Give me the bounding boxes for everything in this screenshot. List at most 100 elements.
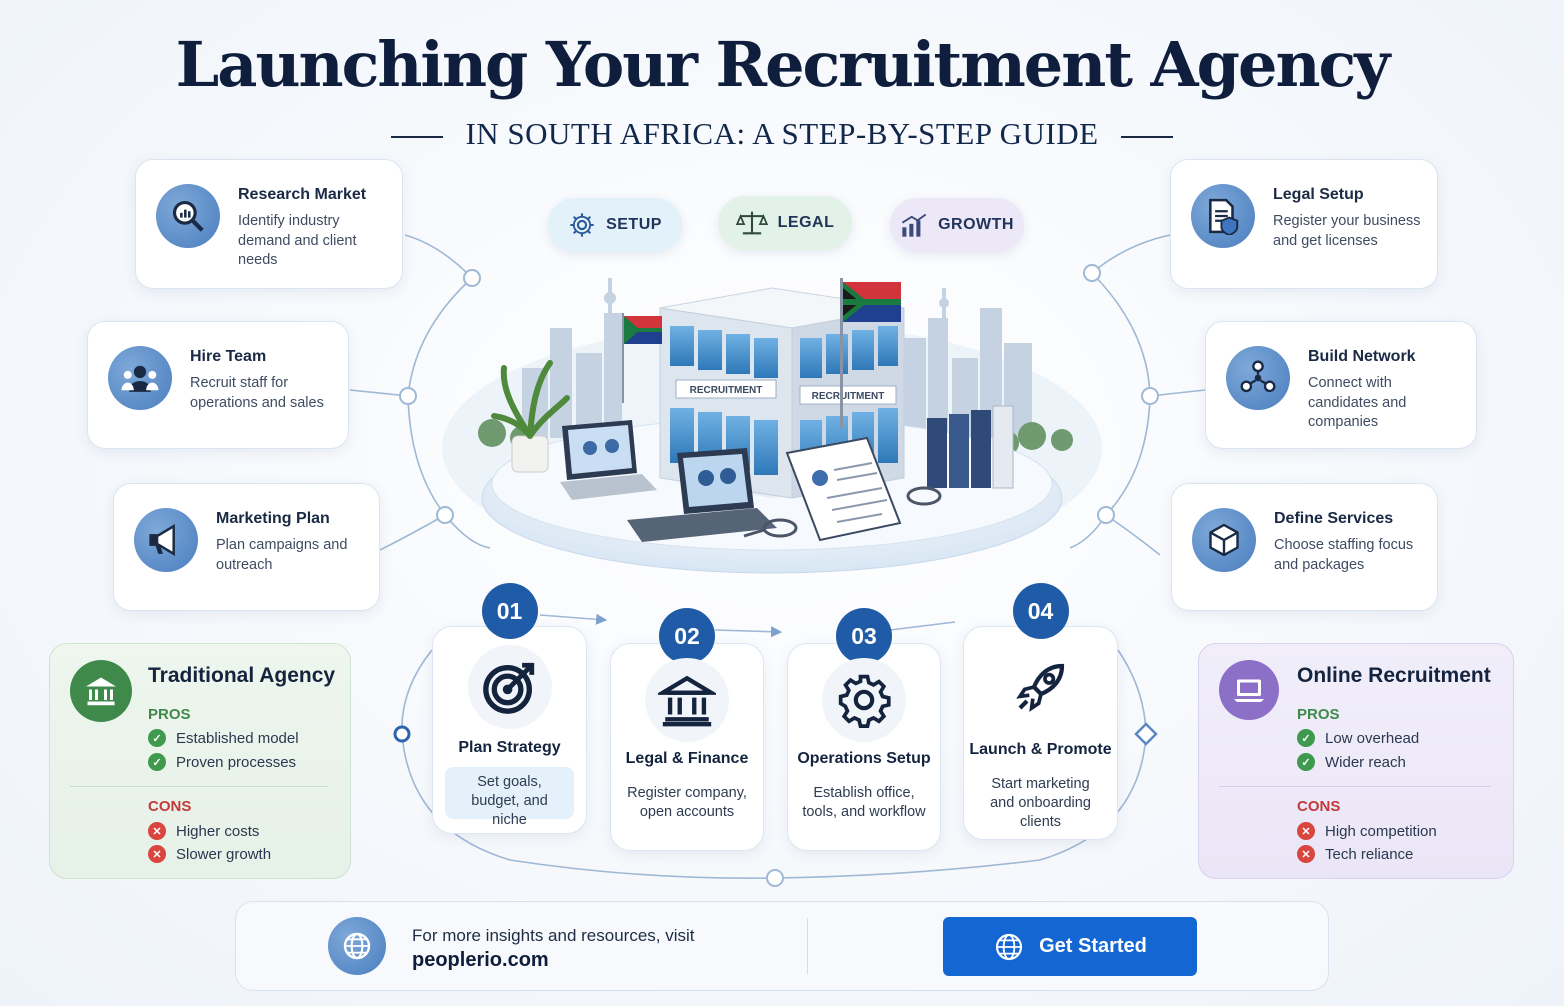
online-cons-label: CONS — [1297, 798, 1341, 815]
x-icon: ✕ — [148, 845, 166, 863]
online-pro-2-text: Wider reach — [1325, 753, 1406, 771]
step-4-desc: Start marketing and onboarding clients — [990, 776, 1091, 830]
traditional-pro-1-text: Established model — [176, 729, 299, 747]
card-build-network[interactable]: Build Network Connect with candidates an… — [1205, 321, 1477, 449]
online-con-2-text: Tech reliance — [1325, 845, 1414, 863]
traditional-con-2: ✕ Slower growth — [148, 845, 271, 863]
check-icon: ✓ — [148, 729, 166, 747]
page-subtitle: IN SOUTH AFRICA: A STEP-BY-STEP GUIDE — [0, 116, 1564, 152]
check-icon: ✓ — [1297, 729, 1315, 747]
page-title: Launching Your Recruitment Agency — [175, 28, 1391, 101]
traditional-pro-2: ✓Proven processes — [148, 753, 296, 771]
x-icon: ✕ — [1297, 845, 1315, 863]
get-started-label: Get Started — [1039, 935, 1147, 957]
tag-setup[interactable]: SETUP — [548, 198, 682, 252]
plant — [491, 360, 570, 473]
online-pro-1: ✓Low overhead — [1297, 729, 1419, 747]
building-illustration: RECRUITMENT RECRUITMENT — [442, 278, 1102, 574]
card-marketing-plan[interactable]: Marketing Plan Plan campaigns and outrea… — [113, 483, 380, 611]
legal-setup-desc: Register your business and get licenses — [1273, 213, 1421, 249]
build-network-title: Build Network — [1308, 348, 1416, 365]
target-icon — [482, 662, 534, 714]
rocket-icon — [1015, 663, 1064, 712]
traditional-con-1-text: Higher costs — [176, 822, 260, 840]
step-legal-finance[interactable]: 02 Legal & Finance Register company, ope… — [610, 608, 764, 851]
online-con-1: ✕ High competition — [1297, 822, 1437, 840]
online-con-1-text: High competition — [1325, 822, 1437, 840]
document-shield-icon — [1209, 198, 1239, 235]
magnifier-props — [743, 486, 942, 538]
step-4-icon-bg — [998, 645, 1083, 729]
footer-divider — [807, 918, 808, 974]
tag-growth[interactable]: GROWTH — [890, 198, 1024, 252]
traditional-icon-circle — [70, 660, 132, 722]
gear-icon — [838, 674, 891, 728]
x-icon: ✕ — [1297, 822, 1315, 840]
globe-icon — [996, 933, 1023, 960]
traditional-divider — [70, 786, 328, 787]
build-network-desc: Connect with candidates and companies — [1308, 375, 1407, 430]
card-hire-team[interactable]: Hire Team Recruit staff for operations a… — [87, 321, 349, 449]
laptop-center — [627, 448, 777, 542]
traditional-pros-label: PROS — [148, 706, 191, 723]
tag-growth-label: GROWTH — [938, 216, 1014, 233]
step-3-title: Operations Setup — [797, 750, 931, 767]
box-icon — [1209, 523, 1239, 557]
traditional-title: Traditional Agency — [148, 664, 336, 687]
team-icon — [121, 365, 159, 392]
footer-globe-circle — [328, 917, 386, 975]
online-recruitment-panel: Online Recruitment PROS ✓Low overhead ✓ W… — [1198, 643, 1514, 879]
research-market-icon-circle — [156, 184, 220, 248]
online-title: Online Recruitment — [1297, 664, 1491, 687]
step-1-desc-box — [445, 767, 574, 819]
card-define-services[interactable]: Define Services Choose staffing focus an… — [1171, 483, 1438, 611]
get-started-button[interactable]: Get Started — [943, 917, 1197, 976]
online-con-2: ✕ Tech reliance — [1297, 845, 1413, 863]
check-icon: ✓ — [1297, 753, 1315, 771]
subtitle-dash-right — [1120, 135, 1173, 138]
resume-clipboard — [785, 436, 902, 542]
hire-team-title: Hire Team — [190, 348, 267, 365]
step-2-icon-bg — [645, 658, 729, 742]
building-sign-right: RECRUITMENT — [812, 391, 885, 402]
gear-icon — [570, 213, 594, 237]
step-3-number: 03 — [836, 608, 892, 664]
traditional-pro-1: ✓ Established model — [148, 729, 299, 747]
step-2-title: Legal & Finance — [625, 750, 749, 767]
footer-link[interactable]: peoplerio.com — [412, 949, 549, 971]
card-research-market[interactable]: Research Market Identify industry demand… — [135, 159, 403, 289]
step-1-desc: Set goals, budget, and niche — [471, 774, 548, 828]
traditional-con-2-text: Slower growth — [176, 845, 272, 863]
globe-icon — [343, 932, 371, 960]
step-plan-strategy[interactable]: 01 Plan Strategy Set goals, budget, and … — [432, 583, 587, 834]
traditional-agency-panel: Traditional Agency PROS ✓ Established mod… — [49, 643, 351, 879]
tag-legal[interactable]: LEGAL — [718, 196, 852, 250]
laptop-icon — [1234, 679, 1264, 702]
marketing-plan-desc: Plan campaigns and outreach — [216, 537, 348, 573]
traditional-pro-2-text: Proven processes — [176, 753, 297, 771]
step-4-title: Launch & Promote — [969, 741, 1112, 758]
step-2-desc: Register company, open accounts — [627, 785, 747, 820]
card-legal-setup[interactable]: Legal Setup Register your business and g… — [1170, 159, 1438, 289]
online-pros-label: PROS — [1297, 706, 1340, 723]
define-services-icon-circle — [1192, 508, 1256, 572]
network-icon — [1240, 360, 1276, 393]
step-3-icon-bg — [822, 658, 906, 742]
research-market-desc: Identify industry demand and client need… — [238, 213, 357, 268]
x-icon: ✕ — [148, 822, 166, 840]
flag-small — [622, 313, 662, 403]
megaphone-icon — [149, 523, 175, 557]
step-operations-setup[interactable]: 03 Operations Setup Establish office, to… — [787, 608, 941, 851]
subtitle-dash-left — [391, 135, 444, 138]
magnifier-chart-icon — [172, 200, 204, 232]
bank-icon — [86, 677, 116, 706]
step-launch-promote[interactable]: 04 Launch & Promote Start marketing and … — [963, 583, 1118, 840]
online-icon-circle — [1219, 660, 1279, 720]
hire-team-desc: Recruit staff for operations and sales — [190, 375, 324, 411]
hire-team-icon-circle — [108, 346, 172, 410]
tag-legal-label: LEGAL — [777, 214, 835, 231]
building-sign-left: RECRUITMENT — [690, 385, 763, 396]
build-network-icon-circle — [1226, 346, 1290, 410]
growth-chart-icon — [901, 213, 927, 237]
define-services-desc: Choose staffing focus and packages — [1274, 537, 1414, 573]
